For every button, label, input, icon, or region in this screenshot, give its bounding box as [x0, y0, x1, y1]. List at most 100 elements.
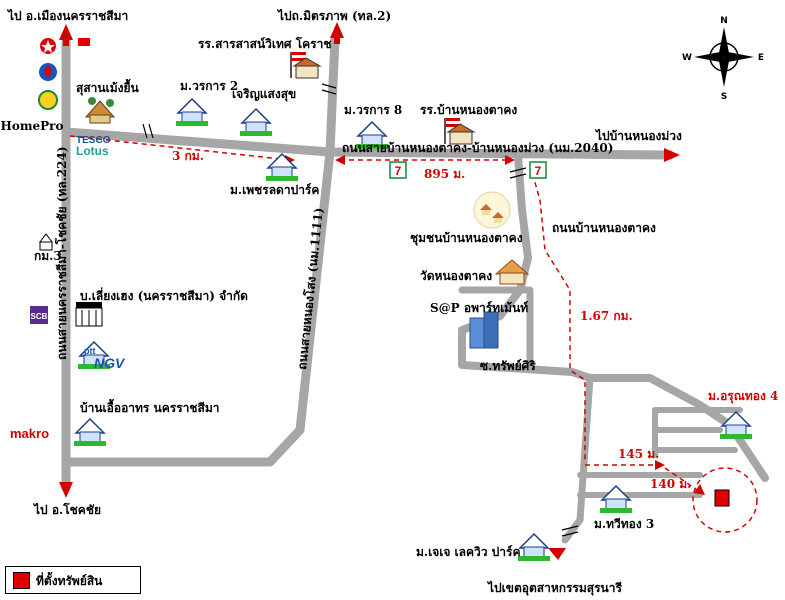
house-icon: [600, 484, 632, 513]
label-charoen: เจริญแสงสุข: [232, 87, 296, 102]
scb-logo: [30, 306, 48, 324]
label-aroon: ม.อรุณทอง 4: [708, 389, 778, 404]
label-liang: บ.เลี่ยงเฮง (นครราชสีมา) จำกัด: [80, 287, 248, 303]
road-nm-1111: [61, 33, 340, 467]
distance-145m: 145 ม.: [618, 447, 659, 461]
seven-eleven-icon: [389, 161, 407, 179]
road-break-top: [321, 83, 337, 95]
label-worakarn8: ม.วรการ 8: [344, 103, 402, 117]
arrow-down-left: [59, 482, 73, 498]
distance-167km: 1.67 กม.: [580, 309, 633, 323]
road-apartment-loop: [458, 286, 534, 369]
label-ban-uea: บ้านเอื้ออาทร นครราชสีมา: [80, 398, 220, 415]
road-label-nong-ta-khong: ถนนบ้านหนองตาคง: [552, 221, 656, 235]
factory-icon: [75, 302, 103, 327]
label-worakarn2: ม.วรการ 2: [180, 79, 238, 93]
arrow-up-left: [59, 24, 73, 40]
compass-n: N: [720, 16, 728, 26]
scb-label: SCB: [31, 312, 48, 321]
pt-station-icon: [38, 90, 58, 110]
road-south-branch: [561, 374, 594, 544]
house-icon: [518, 532, 550, 561]
label-temple: วัดหนองตาคง: [420, 269, 492, 283]
house-icons: [74, 97, 752, 561]
tesco-label: TESCO: [76, 135, 111, 146]
dest-top-left: ไป อ.เมืองนครราชสีมา: [6, 8, 128, 23]
map-labels: ไป อ.เมืองนครราชสีมา ไปถ.มิตรภาพ (ทล.2) …: [6, 8, 778, 596]
label-km3: กม.3: [34, 249, 62, 263]
house-icon: [720, 410, 752, 439]
route-895m-arrow-left: [335, 155, 345, 165]
dest-bottom-left: ไป อ.โชคชัย: [32, 502, 101, 517]
legend-label: ที่ตั้งทรัพย์สิน: [36, 574, 103, 588]
dest-top-mid: ไปถ.มิตรภาพ (ทล.2): [276, 8, 391, 23]
arrow-right: [664, 148, 680, 162]
school-icon: [290, 52, 322, 79]
ptt-label: ptt: [84, 346, 96, 356]
route-895m-arrow-right: [505, 155, 515, 165]
compass-w: W: [682, 53, 692, 63]
apartment-icon: [469, 311, 499, 349]
honda-icon: [78, 38, 90, 46]
house-icon: [78, 340, 110, 369]
house-icon: [266, 152, 298, 181]
label-mj: ม.เจเจ เลควิว ปาร์ค: [416, 545, 521, 559]
km-marker-icon: [39, 233, 53, 251]
compass-rose: N S E W: [682, 16, 764, 102]
dest-right: ไปบ้านหนองม่วง: [594, 128, 682, 143]
brand-logos: HomePro TESCO Lotus SCB ptt NGV makro: [0, 38, 126, 441]
house-icon: [176, 97, 208, 126]
road-break-marks: [142, 83, 579, 537]
arrow-down-right: [548, 548, 566, 560]
homepro-label: HomePro: [0, 119, 63, 133]
ptt-drop-glyph: [44, 64, 52, 78]
compass-s: S: [721, 92, 727, 102]
property-legend-swatch: [13, 572, 30, 589]
property-marker: [714, 489, 730, 507]
label-community: ชุมชนบ้านหนองตาคง: [410, 231, 523, 246]
route-140m: [664, 467, 701, 493]
road-break-south: [561, 525, 579, 537]
route-145m-arrow: [655, 460, 665, 470]
road-break-left: [142, 123, 154, 139]
label-school-ntk: รร.บ้านหนองตาคง: [420, 103, 517, 117]
property-circle: [692, 467, 758, 533]
ngv-label: NGV: [94, 355, 126, 371]
label-petch: ม.เพชรลดาปาร์ค: [230, 183, 319, 197]
arrow-up-left-stem: [63, 38, 69, 46]
homepro-logo: [7, 118, 57, 132]
seven-eleven-icons: 7 7: [389, 161, 547, 179]
label-school-sarasas: รร.สารสาสน์วิเทศ โคราช: [198, 36, 332, 51]
makro-label: makro: [10, 426, 49, 441]
road-break-east: [509, 167, 527, 179]
community-icon: [473, 191, 511, 229]
arrow-up-mid: [330, 22, 344, 38]
house-icon: [240, 107, 272, 136]
house-icon: [356, 120, 388, 149]
direction-arrows: [59, 22, 680, 560]
route-167km: [529, 164, 586, 460]
temple-icon: [494, 259, 530, 285]
compass-e: E: [758, 53, 764, 63]
label-thawee: ม.ทวีทอง 3: [594, 517, 654, 531]
arrow-up-mid-stem: [334, 36, 340, 44]
house-icon: [74, 417, 106, 446]
label-apartment: S@P อพาร์ทเม้นท์: [430, 301, 528, 315]
distance-3km: 3 กม.: [172, 149, 204, 163]
route-lines: [69, 135, 705, 495]
lotus-label: Lotus: [76, 144, 109, 158]
school-icon: [444, 118, 476, 145]
label-supalan: สุสานเม้งยื้น: [76, 78, 139, 96]
seven-eleven-glyph: 7: [535, 164, 542, 178]
distance-895m: 895 ม.: [424, 167, 465, 181]
road-ban-nong-ta-khong: [458, 151, 769, 482]
cemetery-icon: [84, 97, 116, 124]
dest-bottom-right: ไปเขตอุตสาหกรรมสุรนารี: [486, 580, 623, 596]
seven-eleven-icon: [529, 161, 547, 179]
map-legend: ที่ตั้งทรัพย์สิน: [5, 566, 141, 594]
road-label-224: ถนนสายนครราชสีมา-โชคชัย (ทล.224): [54, 146, 69, 360]
road-label-1111: ถนนสายหนองโสง (นม.1111): [294, 207, 326, 370]
distance-140m: 140 ม.: [650, 477, 691, 491]
route-3km: [69, 135, 291, 161]
